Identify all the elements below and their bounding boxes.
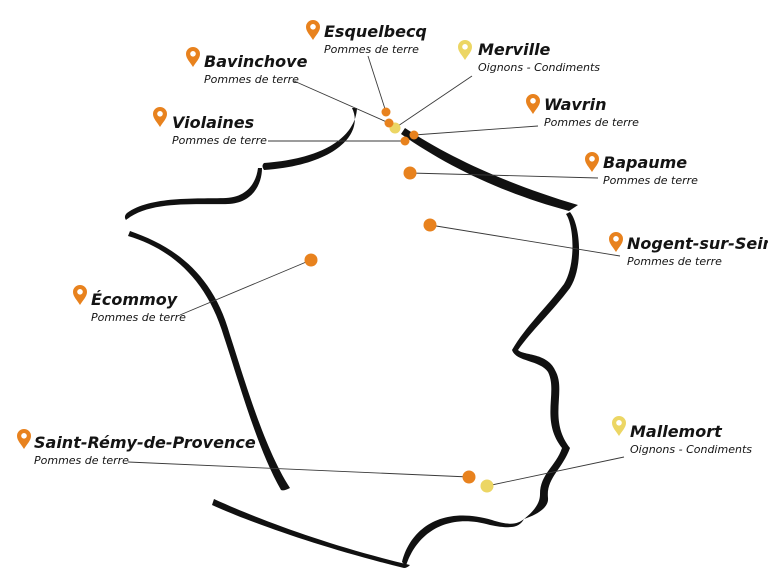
bapaume-marker[interactable] bbox=[403, 166, 417, 180]
ecommoy-leader-line bbox=[179, 259, 312, 316]
location-name: Écommoy bbox=[91, 290, 178, 309]
outline-atlantic bbox=[128, 231, 290, 491]
pin-hole bbox=[310, 24, 316, 30]
violaines-marker[interactable] bbox=[400, 136, 410, 146]
map-pin-orange-icon bbox=[585, 152, 599, 172]
location-product: Pommes de terre bbox=[603, 174, 698, 187]
pin-shape bbox=[17, 429, 31, 449]
location-name: Nogent-sur-Seine bbox=[627, 234, 768, 253]
pin-hole bbox=[462, 44, 468, 50]
pin-hole bbox=[190, 51, 196, 57]
nogent-sur-seine-marker[interactable] bbox=[423, 218, 437, 232]
map-pin-orange-icon bbox=[306, 20, 320, 40]
esquelbecq-leader-line bbox=[367, 55, 387, 113]
pin-hole bbox=[77, 289, 83, 295]
pin-shape bbox=[153, 107, 167, 127]
pin-shape bbox=[73, 285, 87, 305]
france-outline bbox=[124, 108, 580, 568]
pin-shape bbox=[186, 47, 200, 67]
location-name: Wavrin bbox=[544, 95, 607, 114]
outline-mediterranean bbox=[402, 515, 524, 566]
pin-hole bbox=[530, 98, 536, 104]
nogent-sur-seine-leader-line bbox=[429, 224, 621, 257]
pin-shape bbox=[612, 416, 626, 436]
location-product: Pommes de terre bbox=[172, 134, 267, 147]
mallemort-marker[interactable] bbox=[480, 479, 494, 493]
pin-hole bbox=[613, 236, 619, 242]
map-pin-orange-icon bbox=[186, 47, 200, 67]
outline-pyrenees bbox=[212, 499, 410, 568]
merville-leader-line bbox=[394, 75, 473, 129]
esquelbecq-marker[interactable] bbox=[381, 107, 391, 117]
wavrin-leader-line bbox=[413, 125, 539, 136]
bavinchove-leader-line bbox=[293, 80, 390, 124]
location-product: Pommes de terre bbox=[91, 311, 186, 324]
outline-northeast bbox=[401, 128, 578, 211]
saint-remy-de-provence-leader-line bbox=[127, 461, 470, 478]
location-product: Pommes de terre bbox=[627, 255, 722, 268]
location-product: Oignons - Condiments bbox=[630, 443, 752, 456]
outline-north-channel bbox=[262, 108, 357, 170]
leader-lines bbox=[127, 55, 625, 487]
pin-shape bbox=[306, 20, 320, 40]
outline-east-border bbox=[512, 212, 580, 519]
bapaume-leader-line bbox=[409, 172, 599, 179]
location-name: Esquelbecq bbox=[324, 22, 427, 41]
pin-hole bbox=[157, 111, 163, 117]
map-pin-orange-icon bbox=[526, 94, 540, 114]
location-name: Merville bbox=[478, 40, 551, 59]
bavinchove-marker[interactable] bbox=[384, 118, 394, 128]
pin-shape bbox=[609, 232, 623, 252]
ecommoy-marker[interactable] bbox=[304, 253, 318, 267]
outline-normandy bbox=[124, 168, 263, 220]
location-name: Bapaume bbox=[603, 153, 687, 172]
pin-shape bbox=[585, 152, 599, 172]
location-name: Mallemort bbox=[630, 422, 723, 441]
location-name: Saint-Rémy-de-Provence bbox=[34, 433, 256, 452]
location-label-nogent-sur-seine[interactable]: Nogent-sur-SeinePommes de terre bbox=[609, 232, 768, 268]
pin-hole bbox=[589, 156, 595, 162]
location-product: Pommes de terre bbox=[544, 116, 639, 129]
location-product: Oignons - Condiments bbox=[478, 61, 600, 74]
saint-remy-de-provence-marker[interactable] bbox=[462, 470, 476, 484]
location-product: Pommes de terre bbox=[204, 73, 299, 86]
location-product: Pommes de terre bbox=[324, 43, 419, 56]
pin-shape bbox=[526, 94, 540, 114]
location-name: Violaines bbox=[172, 113, 254, 132]
pin-hole bbox=[616, 420, 622, 426]
map-pin-orange-icon bbox=[153, 107, 167, 127]
map-pin-orange-icon bbox=[609, 232, 623, 252]
pin-hole bbox=[21, 433, 27, 439]
location-name: Bavinchove bbox=[204, 52, 308, 71]
location-markers bbox=[304, 107, 494, 493]
map-pin-yellow-icon bbox=[458, 40, 472, 60]
map-pin-yellow-icon bbox=[612, 416, 626, 436]
map-pin-orange-icon bbox=[17, 429, 31, 449]
location-product: Pommes de terre bbox=[34, 454, 129, 467]
pin-shape bbox=[458, 40, 472, 60]
wavrin-marker[interactable] bbox=[409, 130, 419, 140]
mallemort-leader-line bbox=[486, 456, 625, 487]
map-pin-orange-icon bbox=[73, 285, 87, 305]
